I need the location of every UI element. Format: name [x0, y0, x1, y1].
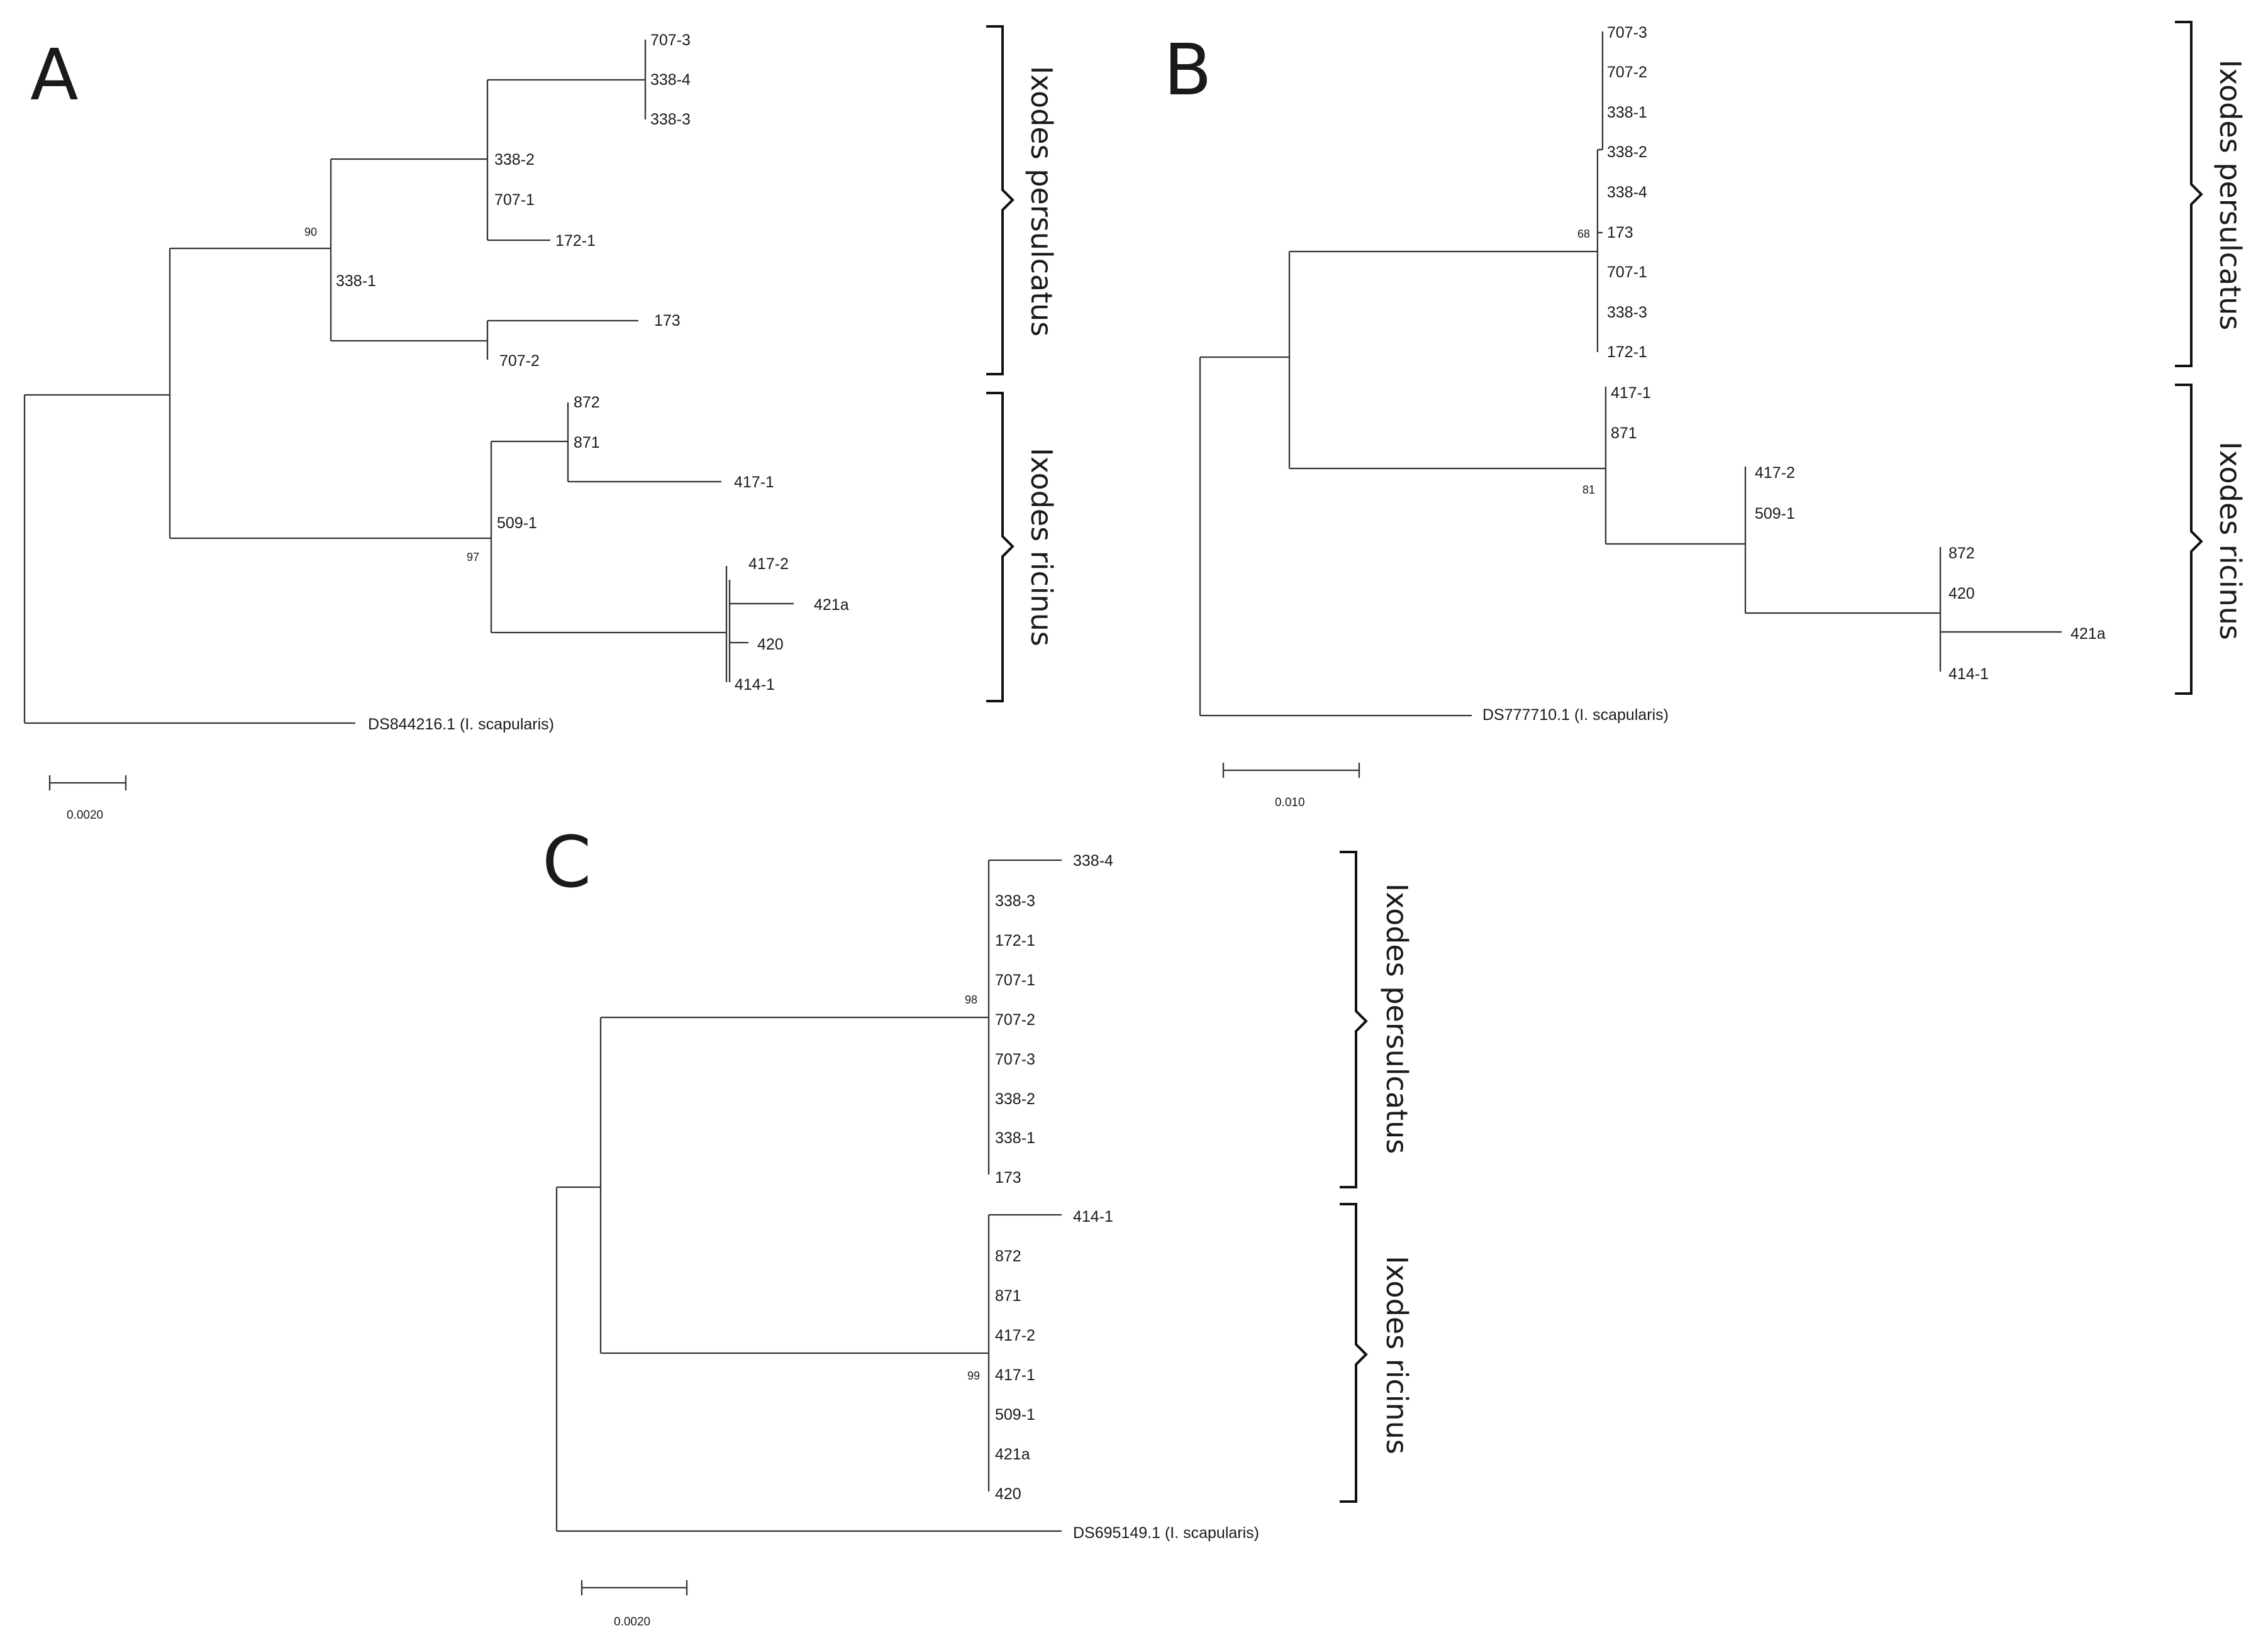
panel-c-tip: 338-3 [995, 892, 1035, 910]
panel-c-scale-label: 0.0020 [614, 1615, 650, 1629]
panel-c-tip: 707-2 [995, 1011, 1035, 1029]
panel-b-bracket-ricinus [2175, 384, 2203, 695]
panel-c-bootstrap: 99 [967, 1370, 980, 1382]
panel-b-tip: 417-1 [1611, 384, 1651, 402]
panel-c-bracket-ricinus [1340, 1203, 1368, 1503]
panel-b-clade-label-ricinus: Ixodes ricinus [2213, 441, 2247, 640]
panel-a-tip-labels: 707-3 338-4 338-3 338-2 707-1 172-1 338-… [336, 31, 849, 733]
panel-b-tip: 172-1 [1607, 343, 1647, 361]
panel-c-tip: 338-2 [995, 1090, 1035, 1108]
panel-a-tip: 172-1 [555, 232, 596, 250]
panel-c-tip: 173 [995, 1169, 1021, 1187]
panel-b-tip: 417-2 [1755, 464, 1795, 482]
panel-a-bootstrap: 97 [467, 551, 479, 563]
panel-a-tip: 871 [574, 434, 600, 451]
panel-b-tip: 872 [1948, 545, 1975, 562]
panel-b-letter: B [1164, 30, 1212, 111]
panel-a-bracket-ricinus [986, 392, 1014, 702]
panel-c-tip-labels: 338-4 338-3 172-1 707-1 707-2 707-3 338-… [995, 852, 1259, 1542]
panel-c-tip: 707-3 [995, 1051, 1035, 1068]
panel-a-tip: 338-3 [650, 111, 691, 128]
panel-c-tip: 420 [995, 1485, 1021, 1503]
panel-a-scale-label: 0.0020 [67, 809, 103, 822]
panel-c-tip: 338-1 [995, 1129, 1035, 1147]
panel-a-tip: DS844216.1 (I. scapularis) [368, 716, 554, 733]
panel-a-clade-label-persulcatus: Ixodes persulcatus [1025, 66, 1059, 337]
panel-a: A [23, 25, 1059, 822]
panel-c-tip: 417-1 [995, 1366, 1035, 1384]
panel-a-tip: 417-2 [748, 555, 789, 573]
panel-b-tip: 707-2 [1607, 64, 1647, 81]
panel-b-tip: 338-1 [1607, 104, 1647, 121]
panel-b-bootstrap: 81 [1582, 484, 1595, 496]
panel-c-tip: 417-2 [995, 1327, 1035, 1344]
panel-a-letter: A [30, 35, 79, 116]
panel-b-tip: 338-3 [1607, 304, 1647, 321]
panel-b-branches [1199, 31, 2062, 778]
panel-a-tip: 414-1 [735, 676, 775, 694]
panel-a-tip: 707-2 [499, 352, 540, 370]
panel-c-tip: 338-4 [1073, 852, 1113, 870]
panel-b-bracket-persulcatus [2175, 21, 2203, 367]
panel-a-tip: 420 [757, 636, 784, 653]
panel-b-scale-label: 0.010 [1275, 796, 1305, 809]
panel-a-tip: 421a [814, 596, 849, 614]
panel-c-clade-label-ricinus: Ixodes ricinus [1380, 1256, 1414, 1454]
panel-a-bootstrap: 90 [304, 226, 317, 238]
panel-a-tip: 338-2 [494, 151, 535, 169]
panel-c: C 338-4 338-3 172-1 707-1 707-2 707 [542, 822, 1414, 1629]
panel-b-tip: 871 [1611, 424, 1637, 442]
panel-c-tip: 421a [995, 1446, 1030, 1463]
panel-b-tip: DS777710.1 (I. scapularis) [1482, 706, 1669, 724]
panel-a-tip: 338-4 [650, 71, 691, 89]
panel-c-bootstrap: 98 [965, 993, 977, 1006]
panel-a-tip: 509-1 [497, 514, 537, 532]
panel-c-tip: 871 [995, 1287, 1021, 1305]
panel-a-tip: 338-1 [336, 272, 376, 290]
panel-c-tip: 872 [995, 1248, 1021, 1265]
panel-a-bracket-persulcatus [986, 25, 1014, 375]
panel-b-tip: 509-1 [1755, 505, 1795, 523]
panel-b-clade-label-persulcatus: Ixodes persulcatus [2213, 60, 2247, 331]
panel-b-tip: 421a [2071, 625, 2106, 643]
panel-b: B 707-3 707-2 [1164, 21, 2247, 809]
panel-c-branches [555, 859, 1062, 1595]
panel-b-tip: 707-3 [1607, 24, 1647, 42]
panel-a-branches [23, 40, 794, 790]
panel-b-tip: 173 [1607, 224, 1633, 241]
panel-c-tip: DS695149.1 (I. scapularis) [1073, 1524, 1259, 1542]
panel-c-clade-label-persulcatus: Ixodes persulcatus [1380, 883, 1414, 1154]
panel-c-tip: 414-1 [1073, 1208, 1113, 1226]
panel-c-tip: 707-1 [995, 971, 1035, 989]
panel-a-tip: 707-3 [650, 31, 691, 49]
panel-b-bootstrap: 68 [1577, 228, 1590, 240]
panel-b-tip: 420 [1948, 585, 1975, 602]
panel-a-tip: 707-1 [494, 191, 535, 209]
panel-c-tip: 509-1 [995, 1406, 1035, 1424]
panel-a-tip: 173 [654, 312, 681, 329]
panel-b-tip: 414-1 [1948, 665, 1989, 683]
panel-a-tip: 872 [574, 394, 600, 411]
panel-a-clade-label-ricinus: Ixodes ricinus [1025, 448, 1059, 646]
panel-b-tip-labels: 707-3 707-2 338-1 338-2 338-4 173 707-1 … [1482, 24, 2106, 724]
panel-c-tip: 172-1 [995, 932, 1035, 949]
panel-b-tip: 338-2 [1607, 143, 1647, 161]
panel-b-tip: 707-1 [1607, 263, 1647, 281]
panel-c-letter: C [542, 822, 591, 904]
panel-a-tip: 417-1 [734, 473, 774, 491]
panel-b-tip: 338-4 [1607, 184, 1647, 201]
panel-c-bracket-persulcatus [1340, 851, 1368, 1188]
